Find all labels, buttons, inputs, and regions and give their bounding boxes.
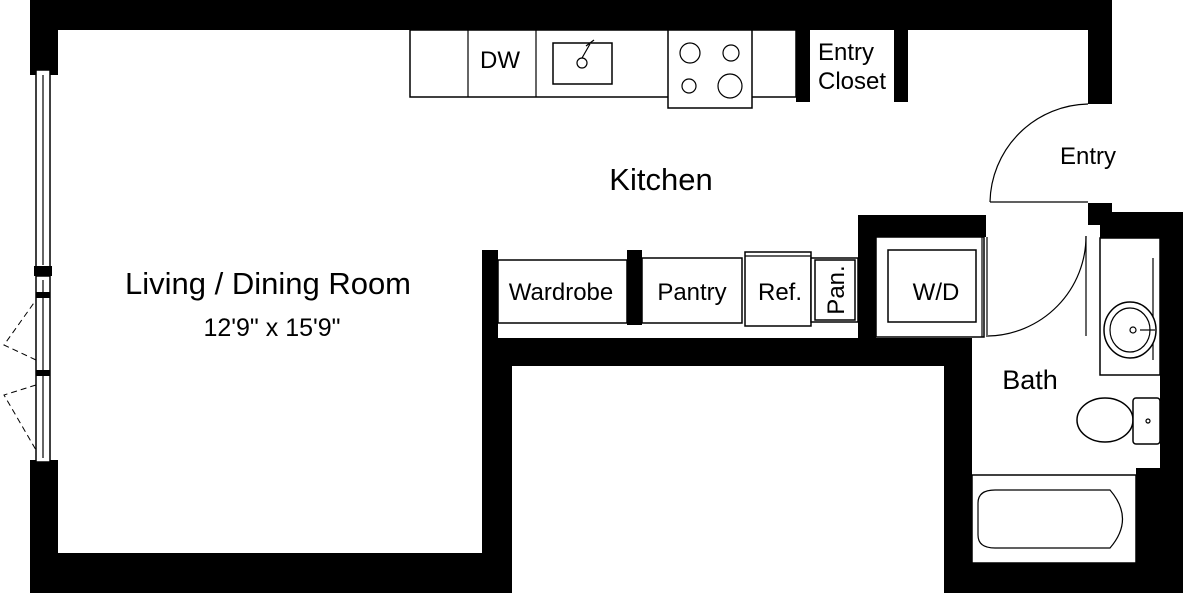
- bath-fixtures: [971, 237, 1161, 564]
- entry-right-wall: [1088, 0, 1112, 104]
- wardrobe: [497, 259, 628, 324]
- walls: [30, 0, 1183, 593]
- pantry-divider: [627, 250, 642, 325]
- wardrobe-label: Wardrobe: [509, 279, 613, 306]
- window: [34, 69, 52, 463]
- entry-jamb-lower: [1088, 203, 1112, 225]
- bathtub-icon: [971, 474, 1137, 564]
- bottom-wall-left: [30, 553, 512, 593]
- labels: Living / Dining Room 12'9" x 15'9" Kitch…: [125, 39, 1116, 395]
- living-room-name: Living / Dining Room: [125, 266, 411, 301]
- closet-left-wall: [796, 30, 810, 102]
- left-wall-upper: [30, 0, 58, 75]
- laundry-left-wall: [858, 215, 876, 338]
- lower-cabinets: [497, 251, 859, 327]
- pantry-label: Pantry: [657, 279, 726, 306]
- entry-name: Entry: [1060, 143, 1116, 170]
- washer-dryer-label: W/D: [913, 279, 960, 306]
- pan-closet: [814, 259, 856, 321]
- kitchen-name: Kitchen: [609, 162, 712, 197]
- pantry: [641, 257, 743, 324]
- laundry-top-wall: [858, 215, 986, 237]
- entry-closet-label-2: Closet: [818, 68, 886, 95]
- bath-top-wall: [1100, 212, 1183, 238]
- top-wall: [30, 0, 1112, 30]
- balcony-door-swing: [3, 299, 37, 451]
- lower-block-right: [944, 338, 972, 593]
- pan-label: Pan.: [823, 265, 850, 314]
- toilet-icon: [1076, 397, 1161, 445]
- stove-icon: [667, 29, 753, 109]
- living-room-dimensions: 12'9" x 15'9": [203, 314, 340, 342]
- closet-right-wall: [894, 30, 908, 102]
- lower-block-left: [482, 340, 512, 593]
- bath-name: Bath: [1002, 365, 1058, 395]
- kitchen-sink-icon: [552, 42, 613, 85]
- washer-dryer-icon: [887, 249, 977, 323]
- laundry: [875, 236, 988, 338]
- bath-right-lower: [1136, 468, 1183, 593]
- kitchen-counter: [409, 29, 797, 109]
- refrigerator-label: Ref.: [758, 279, 802, 306]
- wardrobe-left-post: [482, 250, 498, 325]
- refrigerator: [744, 251, 812, 327]
- bath-door-swing: [987, 235, 1087, 337]
- lower-block-top: [482, 338, 972, 366]
- entry-closet-label-1: Entry: [818, 39, 874, 66]
- entry-door-swing: [989, 103, 1089, 203]
- dishwasher-label: DW: [480, 47, 520, 74]
